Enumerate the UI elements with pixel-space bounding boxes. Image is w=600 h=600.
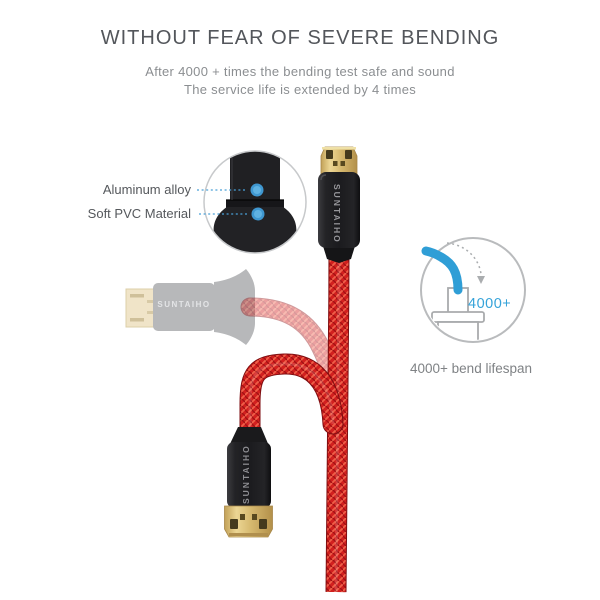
magnifier-circle bbox=[203, 150, 307, 254]
brand-text-top-connector: SUNTAIHO bbox=[332, 184, 342, 244]
bent-cable-icon bbox=[421, 246, 463, 295]
badge-bend-count: 4000+ bbox=[468, 296, 512, 312]
cable-arch bbox=[239, 353, 344, 447]
bottom-connector bbox=[224, 427, 273, 538]
page-title: WITHOUT FEAR OF SEVERE BENDING bbox=[100, 27, 500, 49]
bend-arrow-head-icon bbox=[477, 276, 485, 284]
subtitle-line-2: The service life is extended by 4 times bbox=[183, 82, 417, 97]
brand-text-bottom-connector: SUNTAIHO bbox=[241, 444, 251, 504]
top-connector bbox=[318, 146, 360, 263]
soft-pvc-label: Soft PVC Material bbox=[87, 206, 191, 221]
subtitle-line-1: After 4000 + times the bending test safe… bbox=[145, 64, 455, 79]
material-dot-pvc-icon bbox=[251, 207, 265, 221]
bend-arrow-arc-icon bbox=[446, 242, 482, 275]
ghost-cable-curve bbox=[240, 297, 338, 376]
bend-lifespan-badge bbox=[420, 237, 526, 343]
brand-text-ghost-connector: SUNTAIHO bbox=[157, 300, 211, 309]
badge-caption: 4000+ bend lifespan bbox=[410, 361, 532, 376]
aluminum-alloy-label: Aluminum alloy bbox=[102, 182, 191, 197]
ghost-cable bbox=[125, 269, 338, 376]
material-dot-aluminum-icon bbox=[250, 183, 264, 197]
